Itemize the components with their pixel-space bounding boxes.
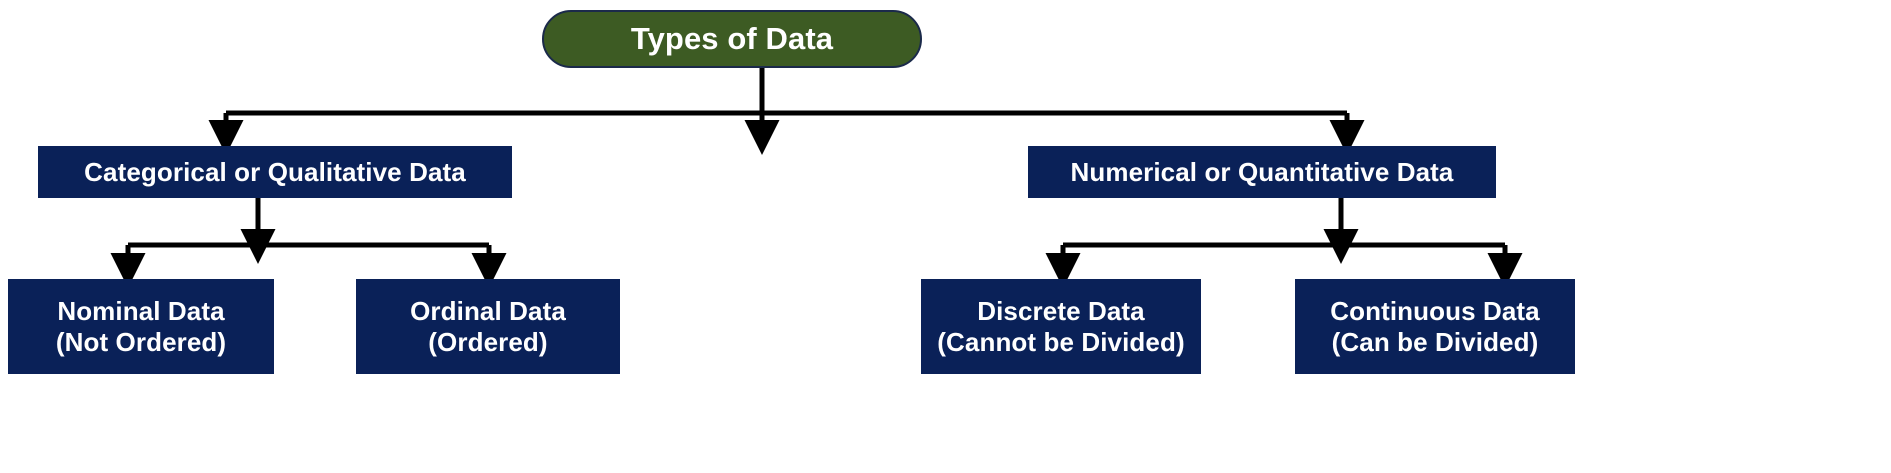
node-categorical-or-qualitative-data[interactable]: Categorical or Qualitative Data — [38, 146, 512, 198]
node-continuous-data-label: Continuous Data (Can be Divided) — [1330, 295, 1540, 357]
node-discrete-data[interactable]: Discrete Data (Cannot be Divided) — [921, 279, 1201, 374]
node-categorical-or-qualitative-data-label: Categorical or Qualitative Data — [84, 156, 466, 187]
node-nominal-data-label: Nominal Data (Not Ordered) — [55, 295, 227, 357]
node-ordinal-data-label: Ordinal Data (Ordered) — [410, 295, 566, 357]
node-numerical-or-quantitative-data[interactable]: Numerical or Quantitative Data — [1028, 146, 1496, 198]
node-ordinal-data[interactable]: Ordinal Data (Ordered) — [356, 279, 620, 374]
node-discrete-data-label: Discrete Data (Cannot be Divided) — [937, 295, 1185, 357]
node-types-of-data[interactable]: Types of Data — [542, 10, 922, 68]
node-types-of-data-label: Types of Data — [630, 20, 834, 56]
node-numerical-or-quantitative-data-label: Numerical or Quantitative Data — [1070, 156, 1454, 187]
node-nominal-data[interactable]: Nominal Data (Not Ordered) — [8, 279, 274, 374]
node-continuous-data[interactable]: Continuous Data (Can be Divided) — [1295, 279, 1575, 374]
